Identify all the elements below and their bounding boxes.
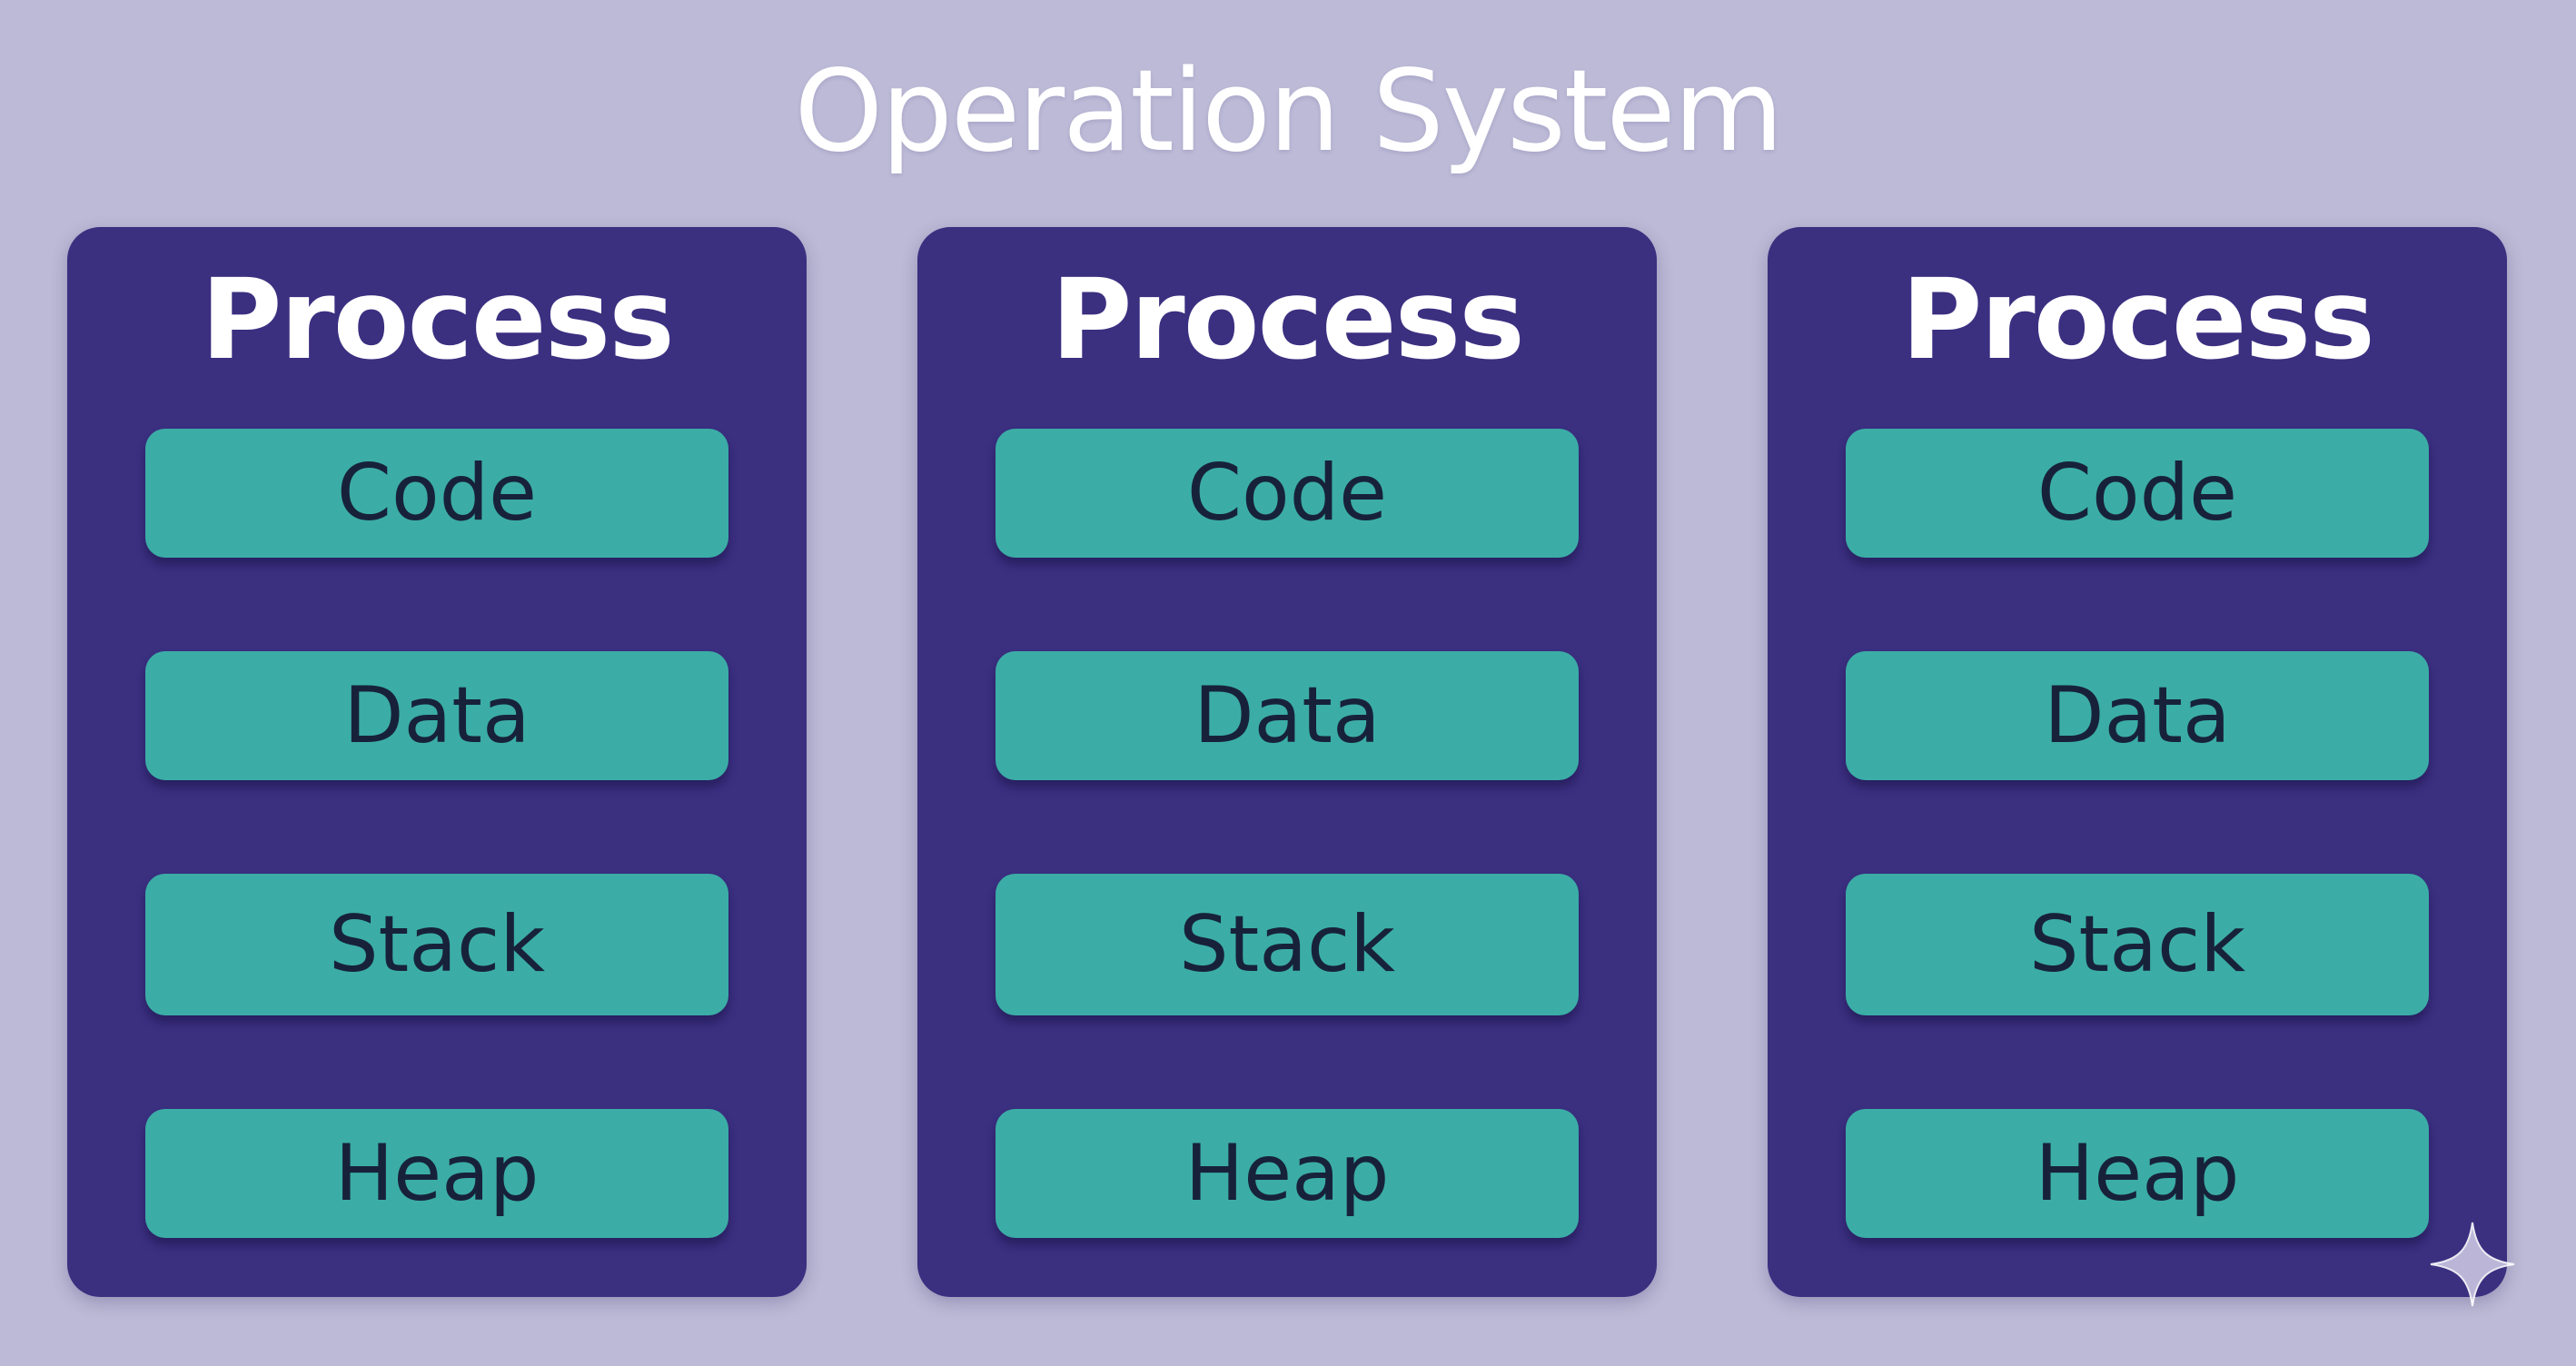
- stack-segment: Stack: [1846, 874, 2429, 1015]
- sparkle-icon: [2430, 1222, 2515, 1307]
- process-box-3: Process Code Data Stack Heap: [1768, 227, 2507, 1297]
- data-segment: Data: [145, 651, 728, 780]
- process-box-1: Process Code Data Stack Heap: [67, 227, 807, 1297]
- code-segment: Code: [145, 429, 728, 558]
- heap-segment: Heap: [1846, 1109, 2429, 1238]
- code-segment: Code: [1846, 429, 2429, 558]
- process-title: Process: [201, 255, 675, 384]
- stack-segment: Stack: [145, 874, 728, 1015]
- stack-segment: Stack: [996, 874, 1579, 1015]
- diagram-title: Operation System: [794, 46, 1784, 177]
- code-segment: Code: [996, 429, 1579, 558]
- process-title: Process: [1901, 255, 2375, 384]
- heap-segment: Heap: [145, 1109, 728, 1238]
- data-segment: Data: [996, 651, 1579, 780]
- process-box-2: Process Code Data Stack Heap: [917, 227, 1657, 1297]
- data-segment: Data: [1846, 651, 2429, 780]
- process-title: Process: [1051, 255, 1525, 384]
- heap-segment: Heap: [996, 1109, 1579, 1238]
